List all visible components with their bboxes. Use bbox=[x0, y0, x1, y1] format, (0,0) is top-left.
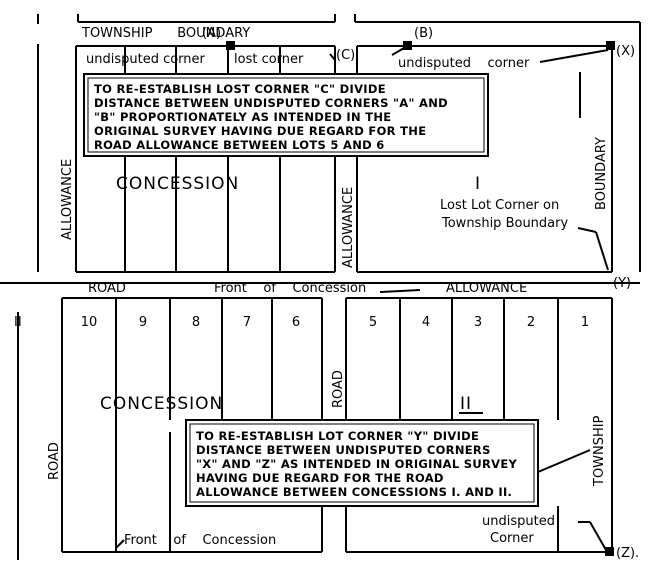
undisputed-corner-z-label-2: Corner bbox=[490, 531, 534, 546]
survey-lines bbox=[0, 14, 641, 560]
front-of-concession-upper-label: Front of Concession bbox=[214, 281, 366, 296]
lot-number: 2 bbox=[527, 315, 535, 330]
lot-number: 1 bbox=[581, 315, 589, 330]
corner-marker-x bbox=[606, 41, 615, 50]
lost-lot-corner-label-2: Township Boundary bbox=[441, 216, 568, 231]
lost-corner-label: lost corner bbox=[234, 52, 304, 67]
upper-note-box: TO RE-ESTABLISH LOST CORNER "C" DIVIDE D… bbox=[83, 73, 489, 157]
lot-number: 8 bbox=[192, 315, 200, 330]
upper-note-line: TO RE-ESTABLISH LOST CORNER "C" DIVIDE bbox=[94, 82, 386, 96]
margin-left-label: II bbox=[14, 315, 22, 330]
upper-note-line: ROAD ALLOWANCE BETWEEN LOTS 5 AND 6 bbox=[94, 138, 385, 152]
front-of-concession-lower-label: Front of Concession bbox=[124, 533, 276, 548]
upper-note-line: ORIGINAL SURVEY HAVING DUE REGARD FOR TH… bbox=[94, 124, 426, 138]
corner-y-label: (Y) bbox=[613, 276, 631, 291]
corner-z-label: (Z). bbox=[616, 546, 639, 561]
corner-c-label: (C) bbox=[336, 48, 355, 63]
concession-lower-label: CONCESSION bbox=[100, 394, 223, 414]
allowance-middle-label: ALLOWANCE bbox=[341, 187, 356, 268]
upper-note-line: DISTANCE BETWEEN UNDISPUTED CORNERS "A" … bbox=[94, 96, 448, 110]
corner-marker-z bbox=[605, 547, 614, 556]
lower-note-line: HAVING DUE REGARD FOR THE ROAD bbox=[196, 471, 444, 485]
lost-lot-corner-label-1: Lost Lot Corner on bbox=[440, 198, 559, 213]
road-mid-label: ROAD bbox=[88, 281, 126, 296]
corner-a-label: (A) bbox=[202, 26, 221, 41]
concession-roman-lower: II bbox=[460, 394, 472, 414]
lower-note-line: DISTANCE BETWEEN UNDISPUTED CORNERS bbox=[196, 443, 491, 457]
allowance-left-label: ALLOWANCE bbox=[60, 159, 75, 240]
corner-marker-a bbox=[226, 41, 235, 50]
lot-number: 6 bbox=[292, 315, 300, 330]
lower-note-line: "X" AND "Z" AS INTENDED IN ORIGINAL SURV… bbox=[196, 457, 518, 471]
lower-note-line: TO RE-ESTABLISH LOT CORNER "Y" DIVIDE bbox=[196, 429, 479, 443]
lower-note-box: TO RE-ESTABLISH LOT CORNER "Y" DIVIDE DI… bbox=[185, 419, 539, 507]
undisputed-corner-b-label: undisputed corner bbox=[398, 56, 530, 71]
upper-note-line: "B" PROPORTIONATELY AS INTENDED IN THE bbox=[94, 110, 391, 124]
concession-upper-label: CONCESSION bbox=[116, 174, 239, 194]
road-center-label: ROAD bbox=[331, 370, 346, 408]
township-right-label: TOWNSHIP bbox=[592, 415, 607, 487]
lot-number: 5 bbox=[369, 315, 377, 330]
corner-x-label: (X) bbox=[616, 44, 635, 59]
lower-note-line: ALLOWANCE BETWEEN CONCESSIONS I. AND II. bbox=[196, 485, 512, 499]
corner-marker-b bbox=[403, 41, 412, 50]
lot-number: 4 bbox=[422, 315, 430, 330]
undisputed-corner-z-label-1: undisputed bbox=[482, 514, 555, 529]
roman-lower-underline bbox=[459, 412, 483, 414]
undisputed-corner-a-label: undisputed corner bbox=[86, 52, 206, 67]
township-boundary-label: TOWNSHIP BOUNDARY bbox=[81, 26, 250, 41]
boundary-right-label: BOUNDARY bbox=[594, 137, 609, 210]
lot-number: 9 bbox=[139, 315, 147, 330]
concession-roman-upper: I bbox=[475, 174, 481, 194]
lot-number: 3 bbox=[474, 315, 482, 330]
allowance-mid-label: ALLOWANCE bbox=[446, 281, 527, 296]
road-left-label: ROAD bbox=[47, 442, 62, 480]
lot-number: 7 bbox=[243, 315, 251, 330]
lot-number: 10 bbox=[81, 315, 98, 330]
corner-b-label: (B) bbox=[414, 26, 433, 41]
